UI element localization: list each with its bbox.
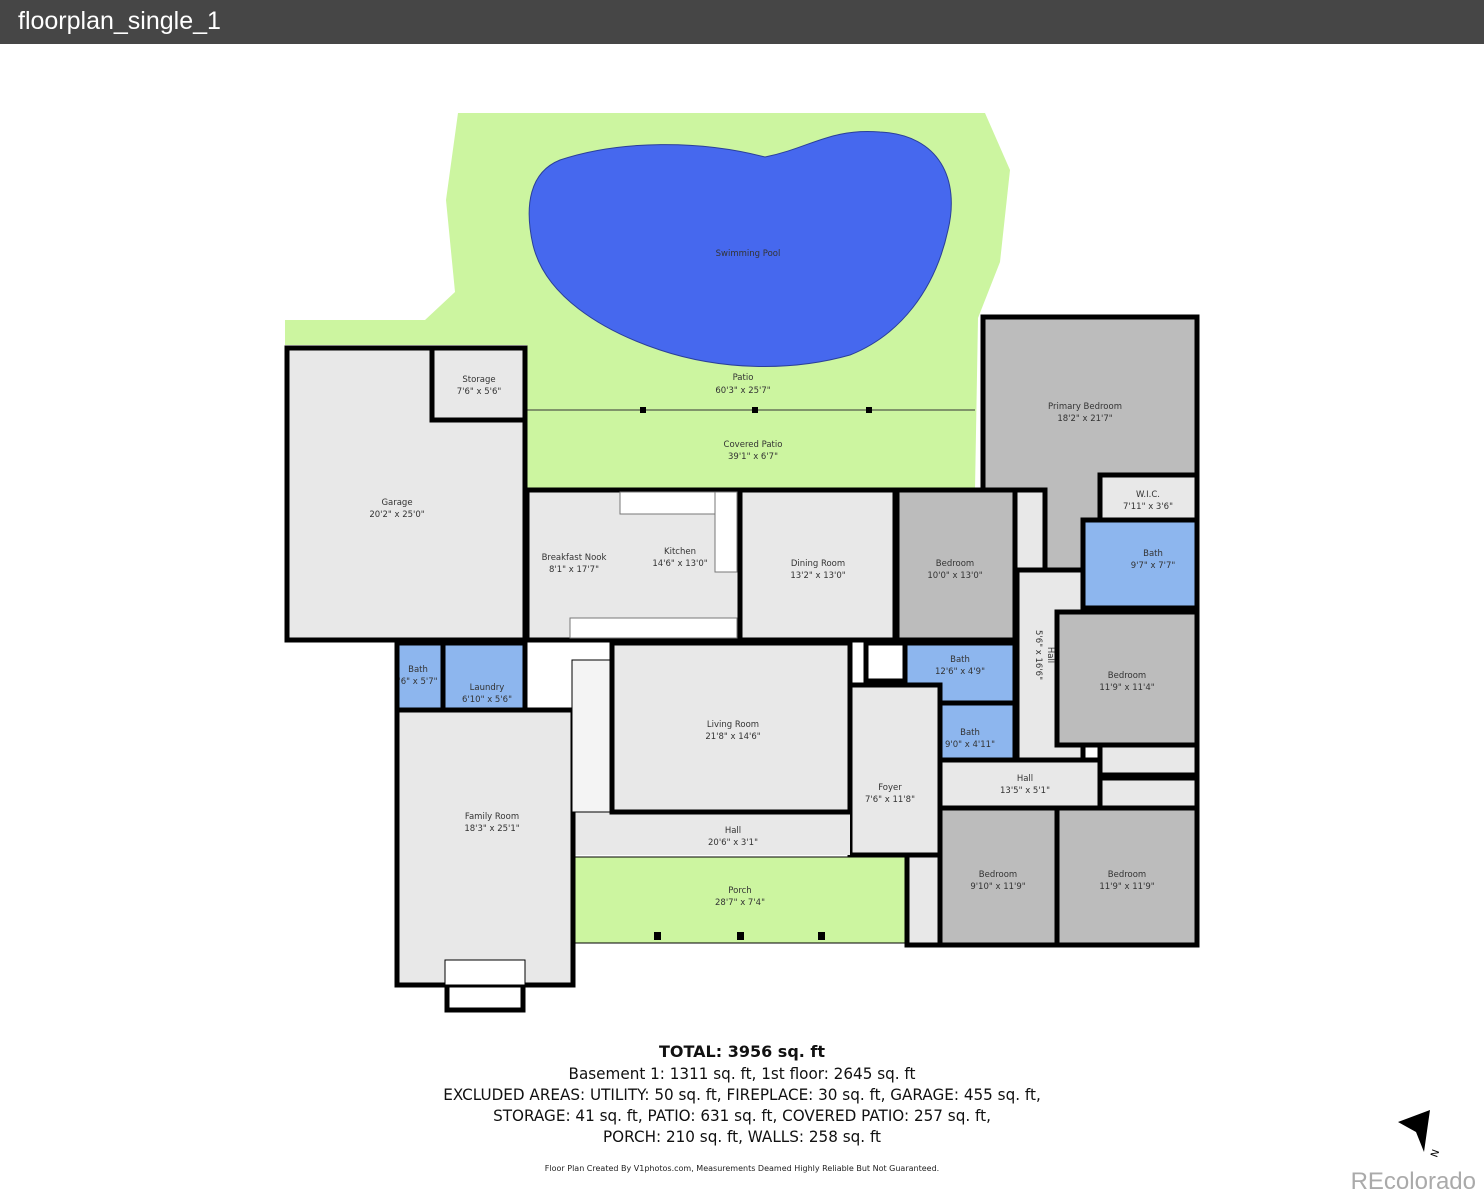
room-name: Kitchen (664, 547, 696, 557)
closet (1097, 775, 1200, 811)
summary-line: EXCLUDED AREAS: UTILITY: 50 sq. ft, FIRE… (443, 1085, 1041, 1104)
room-name: Bath (950, 655, 970, 665)
watermark-logo: REcolorado (1350, 1168, 1476, 1195)
room-bedroom-d (1054, 805, 1200, 948)
room-name: W.I.C. (1136, 490, 1160, 500)
closet (1012, 487, 1048, 573)
fireplace-hearth (444, 959, 526, 986)
room-dims: 28'7" x 7'4" (715, 898, 765, 908)
room-dims: 20'2" x 25'0" (369, 510, 424, 520)
room-dims: 5'6" x 16'6" (1033, 630, 1043, 680)
room-dims: 7'6" x 11'8" (865, 795, 915, 805)
room-hall-b (937, 757, 1103, 811)
porch-post (737, 932, 744, 940)
room-name: Bedroom (1108, 870, 1146, 880)
room-storage (429, 345, 528, 423)
credit-note: Floor Plan Created By V1photos.com, Meas… (544, 1164, 940, 1173)
room-name: Storage (462, 375, 495, 385)
room-name: Covered Patio (724, 440, 783, 450)
room-dims: 8'1" x 17'7" (549, 565, 599, 575)
window-title: floorplan_single_1 (18, 7, 221, 35)
room-dims: 9'0" x 4'11" (945, 740, 995, 750)
room-dims: 20'6" x 3'1" (708, 838, 758, 848)
room-porch (574, 856, 906, 944)
summary-line: Basement 1: 1311 sq. ft, 1st floor: 2645… (568, 1064, 916, 1083)
room-bath-b (902, 640, 1018, 706)
north-arrow-icon: N (1398, 1110, 1442, 1159)
room-laundry (440, 640, 528, 713)
room-name: Bath (960, 728, 980, 738)
room-name: Bath (408, 665, 428, 675)
room-dims: 14'6" x 13'0" (652, 559, 707, 569)
shower (863, 640, 908, 684)
room-name: Laundry (470, 683, 505, 693)
room-dims: 39'1" x 6'7" (728, 452, 778, 462)
room-hall-a (572, 812, 850, 855)
room-name: Swimming Pool (716, 249, 781, 259)
room-dims: 10'0" x 13'0" (927, 571, 982, 581)
room-name: Dining Room (791, 559, 845, 569)
closet (1097, 742, 1200, 778)
room-bath-small (394, 640, 446, 713)
porch-post (818, 932, 825, 940)
room-bedroom-b (1054, 609, 1200, 748)
room-foyer (847, 682, 943, 858)
room-name: Bedroom (979, 870, 1017, 880)
summary-line: STORAGE: 41 sq. ft, PATIO: 631 sq. ft, C… (493, 1106, 991, 1125)
patio-post (752, 407, 758, 413)
room-dims: 7'6" x 5'6" (457, 387, 502, 397)
room-dims: 9'7" x 7'7" (1131, 561, 1176, 571)
room-dims: 13'5" x 5'1" (1000, 786, 1050, 796)
room-bedroom-c (937, 805, 1060, 948)
north-label: N (1429, 1148, 1442, 1159)
room-name: Foyer (878, 783, 902, 793)
closet (904, 852, 943, 948)
room-name: Bath (1143, 549, 1163, 559)
room-name: Garage (381, 498, 412, 508)
room-dims: 18'3" x 25'1" (464, 824, 519, 834)
room-living (609, 640, 853, 815)
room-name: Hall (725, 826, 741, 836)
room-name: Bedroom (1108, 671, 1146, 681)
room-family (394, 707, 576, 988)
room-dining (737, 487, 898, 643)
room-name: Hall (1045, 647, 1055, 663)
room-name: Hall (1017, 774, 1033, 784)
room-dims: 13'2" x 13'0" (790, 571, 845, 581)
room-dims: 11'9" x 11'9" (1099, 882, 1154, 892)
stairs (571, 659, 611, 813)
room-bedroom-a (894, 487, 1018, 643)
room-name: Primary Bedroom (1048, 402, 1122, 412)
kitchen-counter (714, 491, 738, 573)
summary-line: PORCH: 210 sq. ft, WALLS: 258 sq. ft (603, 1127, 881, 1146)
room-dims: 12'6" x 4'9" (935, 667, 985, 677)
room-dims: 6'10" x 5'6" (462, 695, 512, 705)
room-name: Porch (728, 886, 751, 896)
total-area: TOTAL: 3956 sq. ft (658, 1042, 826, 1061)
room-name: Living Room (707, 720, 759, 730)
patio-post (866, 407, 872, 413)
room-name: Patio (733, 373, 754, 383)
room-dims: 21'8" x 14'6" (705, 732, 760, 742)
room-dims: 9'10" x 11'9" (970, 882, 1025, 892)
swimming-pool (528, 130, 952, 367)
kitchen-counter (619, 491, 721, 515)
title-bar: floorplan_single_1 (0, 0, 1484, 44)
room-name: Breakfast Nook (542, 553, 607, 563)
room-name: Bedroom (936, 559, 974, 569)
porch-post (654, 932, 661, 940)
room-dims: 18'2" x 21'7" (1057, 414, 1112, 424)
kitchen-island (569, 617, 738, 639)
fireplace (444, 982, 526, 1013)
room-bath-primary (1080, 517, 1200, 611)
room-dims: 60'3" x 25'7" (715, 386, 770, 396)
patio-post (640, 407, 646, 413)
room-dims: 11'9" x 11'4" (1099, 683, 1154, 693)
room-name: Family Room (465, 812, 519, 822)
room-dims: 7'11" x 3'6" (1123, 502, 1173, 512)
room-dims: '6" x 5'7" (398, 677, 437, 687)
